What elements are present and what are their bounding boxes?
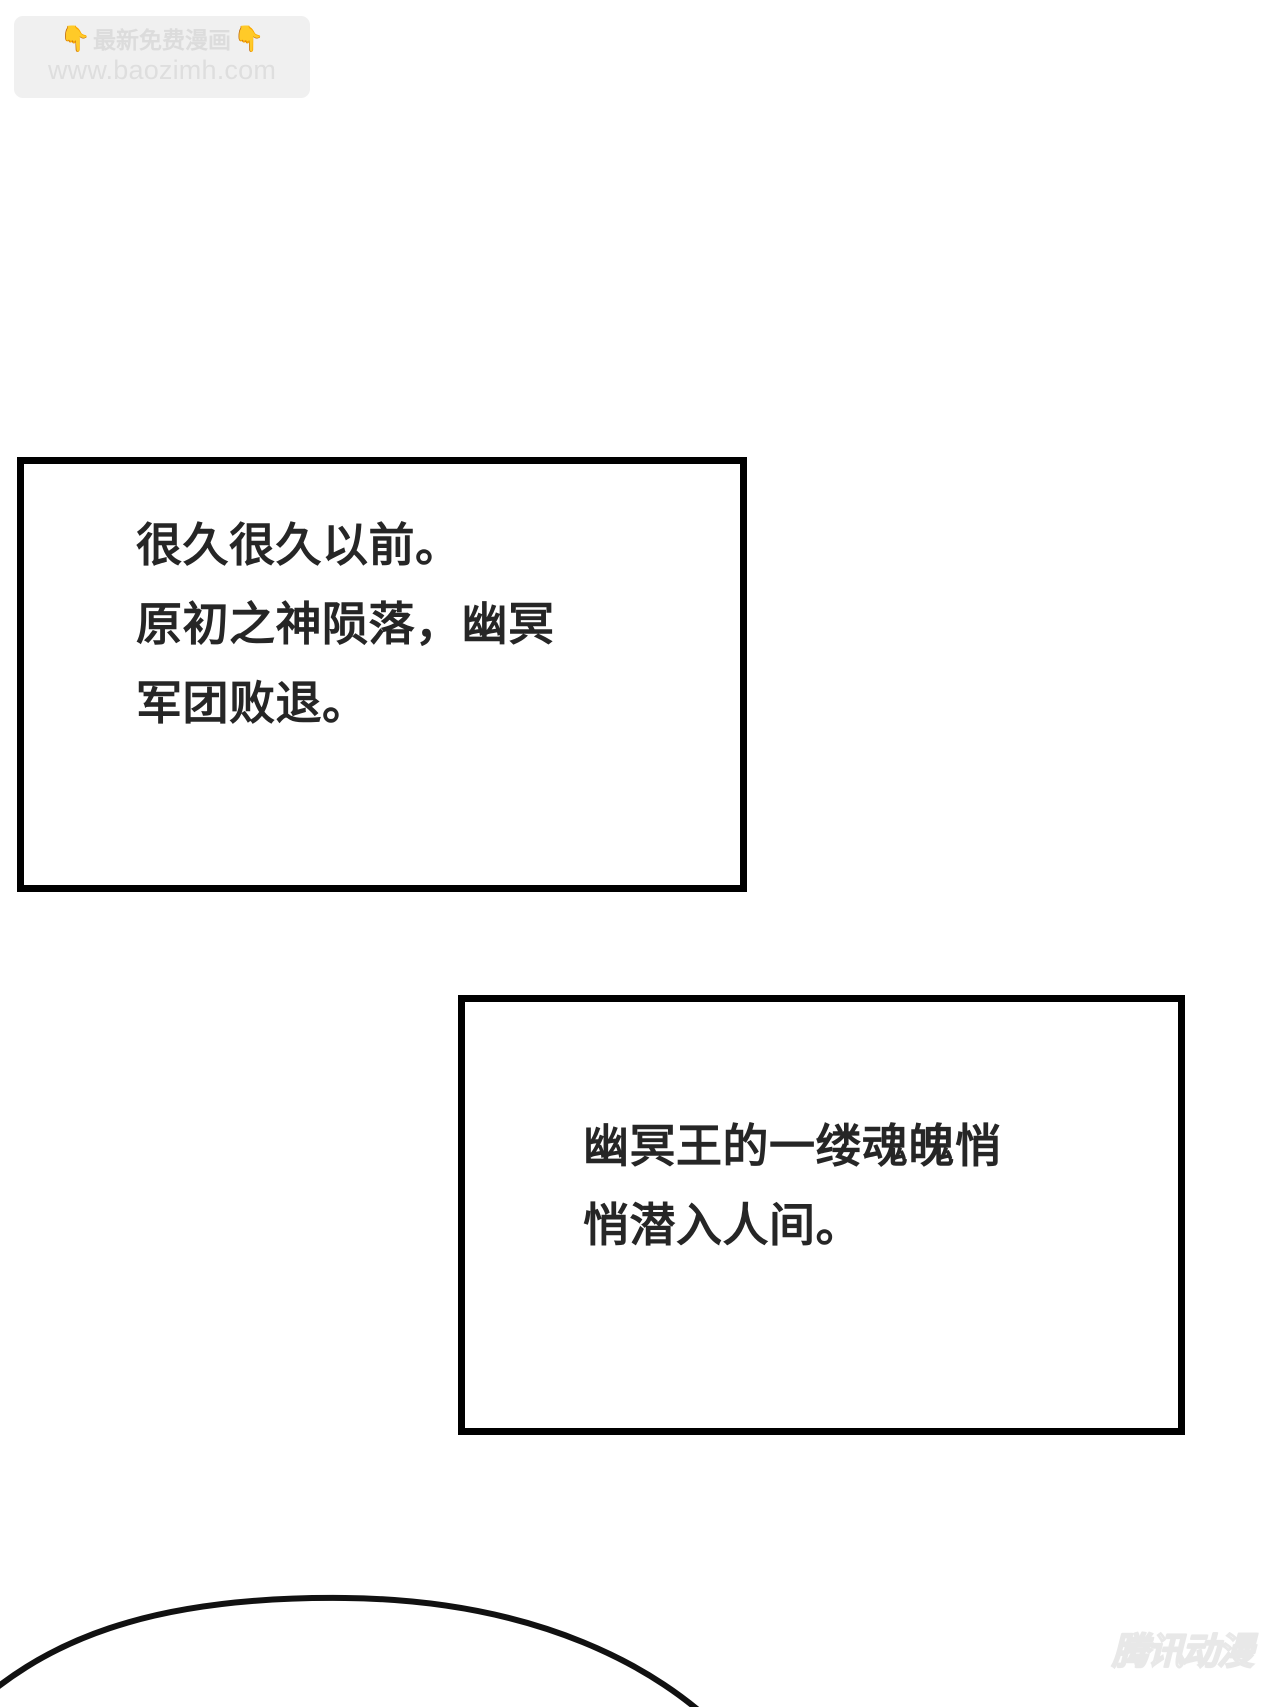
narration-panel-1-text: 很久很久以前。 原初之神陨落，幽冥 军团败退。: [136, 519, 555, 730]
site-watermark-chinese-text: 最新免费漫画: [93, 27, 231, 53]
narration-panel-2: 幽冥王的一缕魂魄悄 悄潜入人间。: [458, 995, 1185, 1435]
arc-artwork: [0, 1594, 700, 1707]
pointing-down-hand-icon-right: 👇: [233, 25, 265, 53]
publisher-watermark: 腾讯动漫: [1111, 1630, 1255, 1673]
site-watermark: 👇 最新免费漫画 👇 www.baozimh.com: [14, 16, 310, 98]
narration-panel-1: 很久很久以前。 原初之神陨落，幽冥 军团败退。: [17, 457, 747, 892]
arc-curve-path: [0, 1594, 700, 1707]
site-watermark-url: www.baozimh.com: [47, 55, 277, 85]
narration-panel-2-text: 幽冥王的一缕魂魄悄 悄潜入人间。: [583, 1120, 1002, 1252]
pointing-down-hand-icon-left: 👇: [59, 25, 91, 53]
site-watermark-headline-row: 👇 最新免费漫画 👇: [59, 25, 265, 53]
